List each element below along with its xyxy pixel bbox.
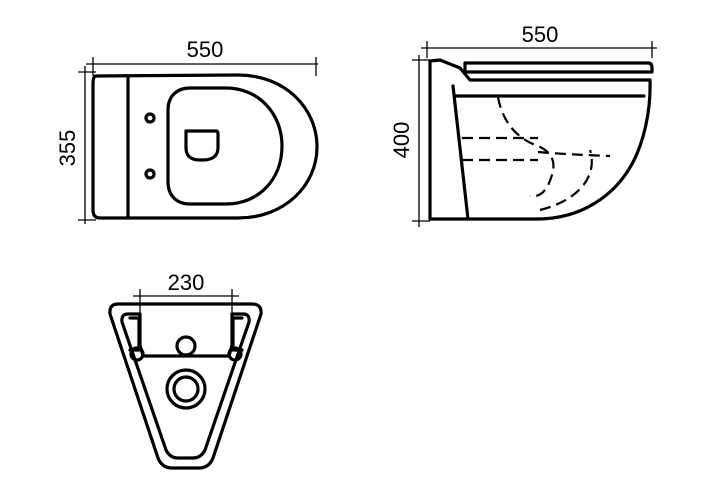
side-hidden-bowl-inner	[539, 149, 593, 212]
side-width-dimension: 550	[421, 22, 657, 58]
top-fixing-hole-upper	[144, 112, 156, 124]
rear-right-fixing-hole	[227, 346, 243, 362]
top-width-label: 550	[187, 37, 224, 62]
top-bowl-outline	[91, 73, 319, 220]
top-depth-label: 355	[55, 130, 80, 167]
rear-inner-outline	[120, 312, 251, 460]
side-height-label: 400	[389, 122, 414, 159]
top-width-dimension: 550	[86, 37, 318, 76]
side-view: 550 400	[389, 22, 657, 227]
rear-left-fixing-hole	[129, 346, 145, 362]
top-drain-opening	[184, 129, 220, 162]
side-seat-lid	[463, 61, 654, 74]
side-width-label: 550	[522, 22, 559, 47]
top-view: 550 355	[55, 37, 319, 224]
rear-outlet-outer	[165, 368, 207, 410]
top-depth-dimension: 355	[55, 66, 96, 224]
top-fixing-hole-lower	[144, 168, 156, 180]
side-back-line	[451, 84, 470, 221]
rear-water-inlet	[175, 335, 197, 357]
side-height-dimension: 400	[389, 55, 430, 227]
rear-outer-outline	[108, 302, 263, 470]
side-hidden-water-line	[537, 150, 611, 158]
rear-outlet-inner	[172, 375, 200, 403]
rear-view: 230	[108, 270, 263, 470]
rear-spacing-label: 230	[168, 270, 205, 295]
top-bowl-opening	[166, 86, 284, 206]
side-hidden-trapway	[496, 96, 555, 198]
side-body-outline	[428, 58, 652, 221]
rear-spacing-dimension: 230	[133, 270, 239, 318]
